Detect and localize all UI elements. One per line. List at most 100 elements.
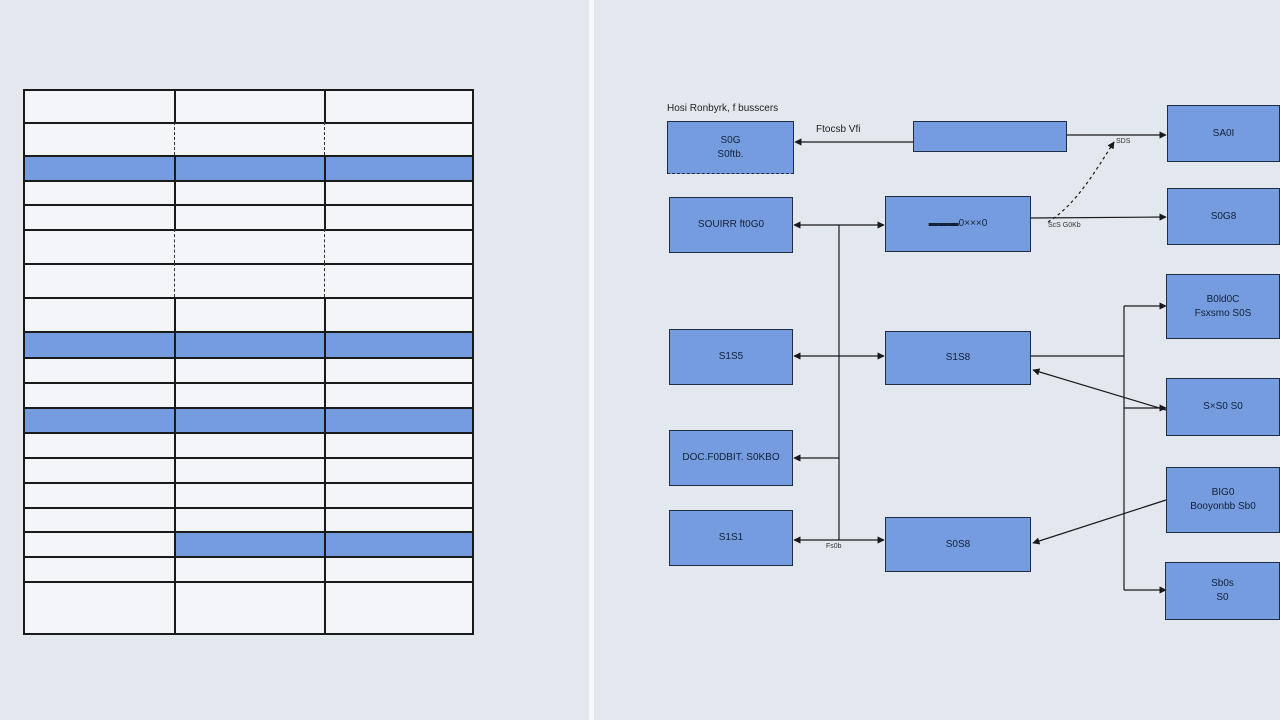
table-cell[interactable] (325, 434, 472, 457)
table-cell[interactable] (175, 157, 325, 180)
table-cell[interactable] (175, 533, 325, 556)
table-cell[interactable] (175, 583, 325, 633)
table-cell[interactable] (25, 231, 175, 263)
table-cell[interactable] (25, 384, 175, 407)
table-cell[interactable] (25, 409, 175, 432)
table-row[interactable] (25, 382, 472, 407)
table-cell[interactable] (25, 124, 175, 155)
table-cell[interactable] (25, 459, 175, 482)
node-n3[interactable]: SOUIRR ft0G0 (669, 197, 793, 253)
table-cell[interactable] (325, 384, 472, 407)
table-cell[interactable] (325, 533, 472, 556)
table-cell[interactable] (325, 91, 472, 122)
table-cell[interactable] (325, 182, 472, 204)
table-cell[interactable] (325, 265, 472, 297)
node-n2[interactable] (913, 121, 1067, 152)
node-n8[interactable]: S1S1 (669, 510, 793, 566)
table-cell[interactable] (175, 182, 325, 204)
table-cell[interactable] (25, 157, 175, 180)
table-cell[interactable] (325, 299, 472, 331)
table-cell[interactable] (175, 434, 325, 457)
node-n5-line1: S1S5 (718, 351, 744, 362)
table-cell[interactable] (175, 265, 325, 297)
table-cell[interactable] (175, 206, 325, 229)
node-r4[interactable]: S×S0 S0 (1166, 378, 1280, 436)
table-cell[interactable] (325, 558, 472, 581)
node-r1[interactable]: SA0I (1167, 105, 1280, 162)
table-cell[interactable] (25, 533, 175, 556)
table-cell[interactable] (175, 484, 325, 507)
table-row[interactable] (25, 180, 472, 204)
table-cell[interactable] (25, 299, 175, 331)
table-cell[interactable] (325, 359, 472, 382)
node-n6[interactable]: S1S8 (885, 331, 1031, 385)
table-row[interactable] (25, 204, 472, 229)
table-cell[interactable] (325, 509, 472, 531)
table-cell[interactable] (175, 384, 325, 407)
table-row[interactable] (25, 91, 472, 122)
node-r2[interactable]: S0G8 (1167, 188, 1280, 245)
node-n9-line1: S0S8 (945, 538, 971, 550)
table-cell[interactable] (25, 206, 175, 229)
column-divider (324, 263, 325, 297)
column-divider (324, 482, 326, 507)
table-row[interactable] (25, 263, 472, 297)
table-row[interactable] (25, 482, 472, 507)
table-row[interactable] (25, 155, 472, 180)
column-divider (324, 331, 326, 357)
table-cell[interactable] (175, 509, 325, 531)
table-row[interactable] (25, 122, 472, 155)
table-cell[interactable] (175, 459, 325, 482)
column-divider (174, 457, 176, 482)
table-row[interactable] (25, 297, 472, 331)
table-row[interactable] (25, 331, 472, 357)
table-row[interactable] (25, 581, 472, 633)
table-cell[interactable] (175, 299, 325, 331)
node-n7[interactable]: DOC.F0DBIT. S0KBO (669, 430, 793, 486)
table-cell[interactable] (25, 359, 175, 382)
table-row[interactable] (25, 407, 472, 432)
table-cell[interactable] (25, 91, 175, 122)
table-row[interactable] (25, 507, 472, 531)
table-cell[interactable] (325, 333, 472, 357)
node-n5[interactable]: S1S5 (669, 329, 793, 385)
table-cell[interactable] (175, 231, 325, 263)
table-cell[interactable] (175, 359, 325, 382)
table-cell[interactable] (325, 231, 472, 263)
table-cell[interactable] (325, 484, 472, 507)
table-cell[interactable] (25, 509, 175, 531)
table-cell[interactable] (175, 91, 325, 122)
table-row[interactable] (25, 531, 472, 556)
table-cell[interactable] (175, 333, 325, 357)
node-n1[interactable]: S0G S0ftb. (667, 121, 794, 174)
table-cell[interactable] (325, 409, 472, 432)
table-cell[interactable] (25, 434, 175, 457)
node-r5[interactable]: BIG0 Booyonbb Sb0 (1166, 467, 1280, 533)
table-cell[interactable] (25, 265, 175, 297)
table-row[interactable] (25, 357, 472, 382)
table-cell[interactable] (325, 206, 472, 229)
table-cell[interactable] (325, 157, 472, 180)
table-cell[interactable] (25, 484, 175, 507)
diagram-title: Hosi Ronbyrk, f busscers (667, 103, 779, 114)
table-cell[interactable] (175, 124, 325, 155)
table-row[interactable] (25, 556, 472, 581)
table-cell[interactable] (25, 182, 175, 204)
table-cell[interactable] (25, 333, 175, 357)
table-cell[interactable] (25, 558, 175, 581)
node-n9[interactable]: S0S8 (885, 517, 1031, 572)
node-r6[interactable]: Sb0s S0 (1165, 562, 1280, 620)
table-row[interactable] (25, 229, 472, 263)
node-n4[interactable]: ▬▬▬0×××0 (885, 196, 1031, 252)
table-cell[interactable] (325, 583, 472, 633)
table-cell[interactable] (175, 409, 325, 432)
table-cell[interactable] (175, 558, 325, 581)
table-row[interactable] (25, 432, 472, 457)
pane-divider[interactable] (589, 0, 594, 720)
table-cell[interactable] (325, 124, 472, 155)
table-cell[interactable] (25, 583, 175, 633)
node-n1-line1: S0G (720, 134, 741, 146)
node-r3[interactable]: B0ld0C Fsxsmo S0S (1166, 274, 1280, 339)
table-cell[interactable] (325, 459, 472, 482)
table-row[interactable] (25, 457, 472, 482)
